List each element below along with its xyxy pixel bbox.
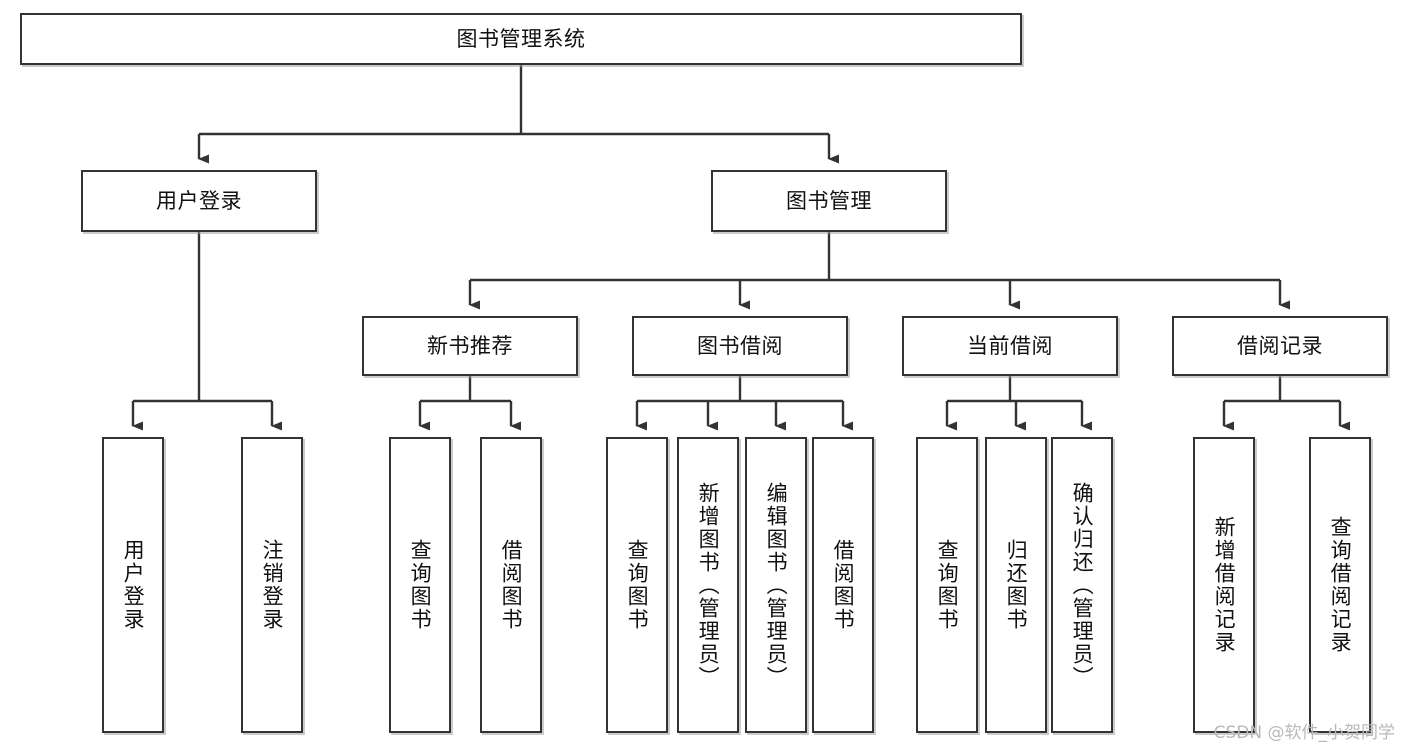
node-new-book-recommend[interactable]: 新书推荐 [362, 316, 578, 376]
node-leaf-query-book-rec[interactable]: 查询图书 [389, 437, 451, 733]
node-label: 图书管理 [786, 188, 872, 213]
node-leaf-borrow-book[interactable]: 借阅图书 [812, 437, 874, 733]
node-root[interactable]: 图书管理系统 [20, 13, 1022, 65]
node-label: 查询图书 [935, 539, 960, 631]
node-user-login[interactable]: 用户登录 [81, 170, 317, 232]
node-leaf-query-book-borrow[interactable]: 查询图书 [606, 437, 668, 733]
node-label: 查询图书 [408, 539, 433, 631]
node-label: 借阅图书 [831, 539, 856, 631]
node-label: 编辑图书（管理员） [764, 481, 789, 689]
node-leaf-add-borrow-record[interactable]: 新增借阅记录 [1193, 437, 1255, 733]
node-label: 归还图书 [1004, 539, 1029, 631]
node-label: 借阅记录 [1237, 333, 1323, 358]
node-label: 查询借阅记录 [1328, 516, 1353, 654]
node-label: 图书管理系统 [456, 26, 586, 51]
node-label: 查询图书 [625, 539, 650, 631]
node-borrow-record[interactable]: 借阅记录 [1172, 316, 1388, 376]
node-label: 确认归还（管理员） [1070, 481, 1095, 689]
node-label: 用户登录 [156, 188, 242, 213]
node-label: 新书推荐 [427, 333, 513, 358]
node-label: 用户登录 [121, 539, 146, 631]
node-label: 借阅图书 [499, 539, 524, 631]
node-leaf-logout[interactable]: 注销登录 [241, 437, 303, 733]
node-leaf-query-book-cur[interactable]: 查询图书 [916, 437, 978, 733]
node-label: 新增图书（管理员） [696, 481, 721, 689]
node-leaf-user-login[interactable]: 用户登录 [102, 437, 164, 733]
node-leaf-borrow-book-rec[interactable]: 借阅图书 [480, 437, 542, 733]
watermark-text: CSDN @软件_小贺同学 [1213, 723, 1395, 743]
node-leaf-add-book-admin[interactable]: 新增图书（管理员） [677, 437, 739, 733]
node-current-borrow[interactable]: 当前借阅 [902, 316, 1118, 376]
node-label: 新增借阅记录 [1212, 516, 1237, 654]
node-leaf-confirm-return-admin[interactable]: 确认归还（管理员） [1051, 437, 1113, 733]
node-book-borrow[interactable]: 图书借阅 [632, 316, 848, 376]
node-leaf-query-borrow-record[interactable]: 查询借阅记录 [1309, 437, 1371, 733]
node-book-management[interactable]: 图书管理 [711, 170, 947, 232]
node-label: 当前借阅 [967, 333, 1053, 358]
connector-group [131, 65, 1350, 431]
node-label: 图书借阅 [697, 333, 783, 358]
node-label: 注销登录 [260, 539, 285, 631]
node-leaf-return-book[interactable]: 归还图书 [985, 437, 1047, 733]
node-leaf-edit-book-admin[interactable]: 编辑图书（管理员） [745, 437, 807, 733]
